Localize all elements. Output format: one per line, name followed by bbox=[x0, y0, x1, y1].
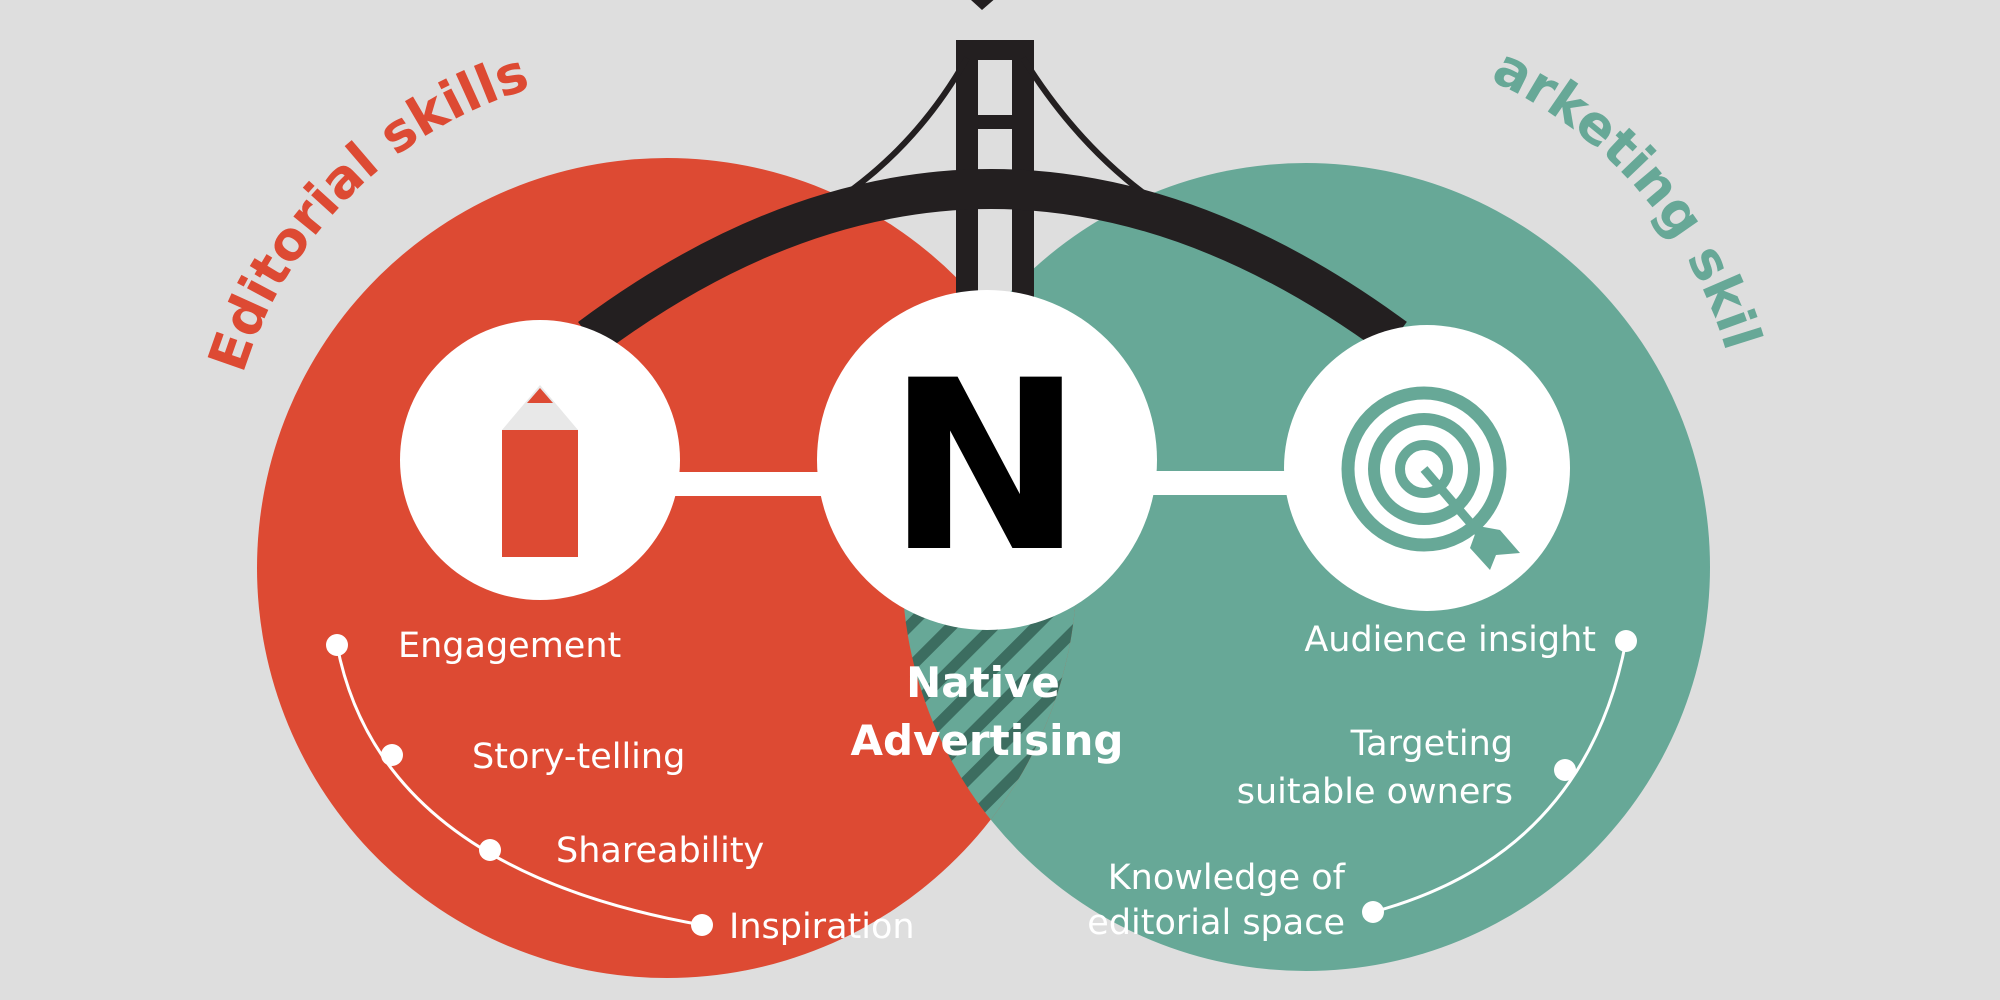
native-logo-letter: N bbox=[887, 331, 1084, 604]
skill-engagement: Engagement bbox=[398, 626, 621, 666]
bridge-arch bbox=[578, 169, 1407, 355]
editorial-dot-3 bbox=[479, 839, 501, 861]
editorial-dot-2 bbox=[381, 744, 403, 766]
connector-right bbox=[1150, 471, 1295, 495]
skill-shareability: Shareability bbox=[556, 831, 764, 871]
skill-targeting-line2: suitable owners bbox=[1237, 772, 1513, 812]
connector-left bbox=[660, 472, 830, 496]
editorial-dot-4 bbox=[691, 914, 713, 936]
pencil-icon bbox=[502, 385, 578, 557]
skill-targeting-line1: Targeting bbox=[1350, 724, 1513, 764]
skill-inspiration: Inspiration bbox=[729, 907, 915, 947]
center-disc bbox=[817, 290, 1157, 630]
editorial-timeline-curve bbox=[335, 644, 703, 927]
skill-knowledge-line2: editorial space bbox=[1087, 903, 1345, 943]
marketing-dot-3 bbox=[1362, 901, 1384, 923]
editorial-dot-1 bbox=[326, 634, 348, 656]
center-label-native: Native bbox=[906, 658, 1060, 707]
skill-story-telling: Story-telling bbox=[472, 737, 685, 777]
skill-audience-insight: Audience insight bbox=[1304, 620, 1596, 660]
marketing-timeline-curve bbox=[1372, 640, 1628, 914]
marketing-dot-1 bbox=[1615, 630, 1637, 652]
center-label-advertising: Advertising bbox=[851, 716, 1124, 765]
marketing-dot-2 bbox=[1554, 759, 1576, 781]
skill-knowledge-line1: Knowledge of bbox=[1108, 858, 1346, 898]
target-icon bbox=[1341, 386, 1520, 570]
